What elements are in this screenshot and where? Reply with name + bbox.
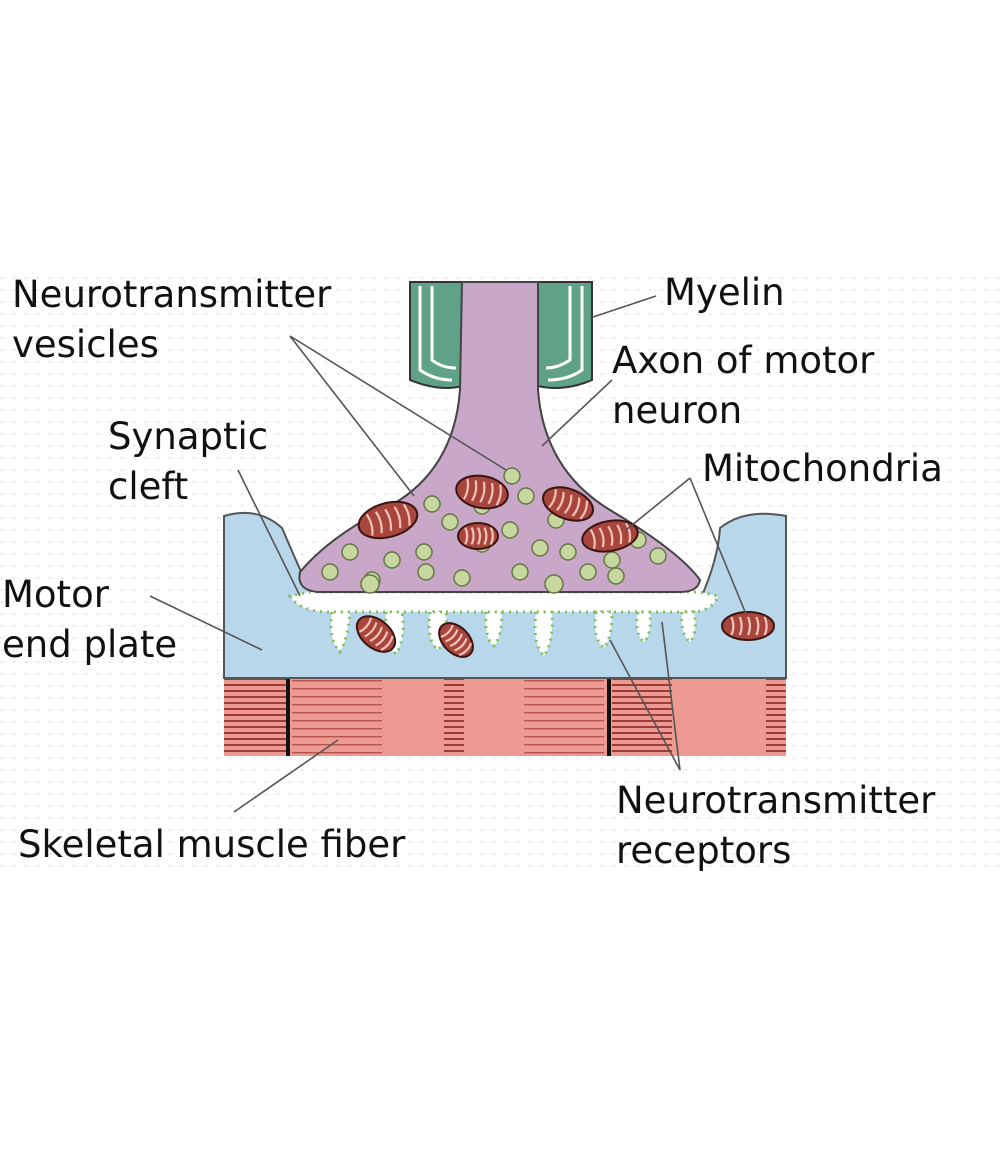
mitochondrion	[542, 486, 594, 522]
label-axon: Axon of motor neuron	[612, 336, 874, 436]
label-line: Motor	[2, 573, 109, 616]
mitochondrion	[721, 611, 775, 641]
mitochondrion	[357, 500, 419, 540]
mitochondrion	[438, 622, 474, 658]
label-line: receptors	[616, 829, 792, 872]
label-line: Synaptic	[108, 415, 269, 458]
skeletal-muscle-fiber	[224, 676, 786, 756]
vesicle	[559, 543, 577, 561]
label-line: Neurotransmitter	[616, 779, 936, 822]
mitochondrion	[355, 615, 397, 653]
label-line: end plate	[2, 623, 178, 666]
label-skeletal-muscle-fiber: Skeletal muscle fiber	[18, 820, 405, 870]
vesicle	[579, 563, 597, 581]
vesicle	[603, 551, 621, 569]
label-line: neuron	[612, 389, 743, 432]
label-line: Skeletal muscle fiber	[18, 823, 406, 866]
vesicle	[511, 563, 529, 581]
label-synaptic-cleft: Synaptic cleft	[108, 412, 268, 512]
label-line: Neurotransmitter	[12, 273, 332, 316]
mitochondria-layer	[355, 474, 775, 658]
vesicle	[415, 543, 433, 561]
label-mitochondria: Mitochondria	[702, 444, 943, 494]
label-line: Axon of motor	[612, 339, 875, 382]
label-line: cleft	[108, 465, 189, 508]
label-line: Myelin	[664, 271, 785, 314]
junctional-folds	[287, 590, 721, 659]
vesicle	[417, 563, 435, 581]
myelin-sheath	[409, 281, 593, 389]
vesicle	[321, 563, 339, 581]
mitochondrion	[581, 519, 639, 553]
mitochondrion	[455, 474, 509, 510]
vesicle	[607, 567, 625, 585]
label-neurotransmitter-vesicles: Neurotransmitter vesicles	[12, 270, 331, 370]
vesicle	[453, 569, 471, 587]
mitochondrion	[457, 522, 499, 550]
vesicle	[503, 467, 521, 485]
label-neurotransmitter-receptors: Neurotransmitter receptors	[616, 776, 935, 876]
vesicle	[531, 539, 549, 557]
label-line: vesicles	[12, 323, 159, 366]
vesicle	[383, 551, 401, 569]
vesicle	[501, 521, 519, 539]
vesicle	[423, 495, 441, 513]
vesicle	[649, 547, 667, 565]
leader-lines	[149, 295, 747, 813]
vesicle	[441, 513, 459, 531]
vesicle	[341, 543, 359, 561]
label-motor-end-plate: Motor end plate	[2, 570, 177, 670]
label-myelin: Myelin	[664, 268, 785, 318]
label-line: Mitochondria	[702, 447, 943, 490]
fusing-vesicle	[544, 574, 564, 594]
fusing-vesicle	[360, 574, 380, 594]
vesicle	[517, 487, 535, 505]
